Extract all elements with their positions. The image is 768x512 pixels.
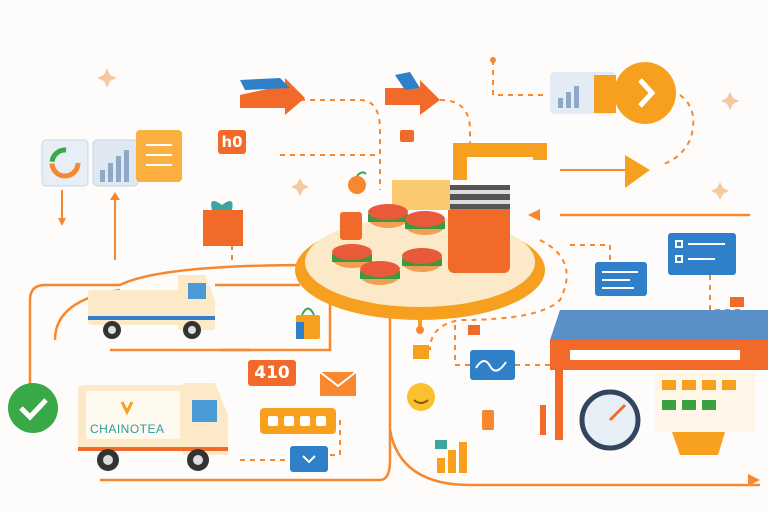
dashed-flow [300, 99, 381, 190]
delivery-truck-bottom [78, 383, 228, 471]
chevron-right-icon [638, 78, 656, 108]
dropdown-card [290, 446, 328, 472]
gift-box-icon [203, 210, 243, 246]
badge-bottom: 410 [248, 360, 296, 386]
sparkle-icon [97, 68, 739, 200]
smiley-icon [407, 383, 435, 411]
fruit-icon [348, 176, 366, 194]
arrow-icon [385, 72, 440, 115]
box [392, 180, 450, 210]
shopping-basket-icon [672, 432, 725, 455]
truck-brand-label: CHAINOTEA [90, 422, 165, 436]
password-field-card [260, 408, 336, 434]
bar-chart-card [92, 139, 139, 187]
next-button[interactable] [614, 62, 676, 124]
checklist-card [668, 233, 736, 275]
badge-top: h0 [218, 130, 246, 154]
arrow-icon [240, 78, 305, 115]
flow-lines [28, 213, 760, 487]
store-front [550, 310, 768, 440]
food-items [332, 204, 445, 285]
dispenser-machine [453, 143, 547, 180]
check-circle-icon [8, 383, 58, 433]
growth-bars-icon [437, 442, 467, 473]
flow-line [28, 263, 311, 430]
bottle-icon [482, 410, 494, 430]
monitor-graph-card [470, 350, 515, 380]
play-arrow-icon [625, 155, 650, 188]
cup-icon [400, 130, 414, 142]
donut-chart-icon [49, 147, 81, 179]
delivery-truck-top [88, 275, 215, 339]
chart-card [41, 139, 89, 187]
